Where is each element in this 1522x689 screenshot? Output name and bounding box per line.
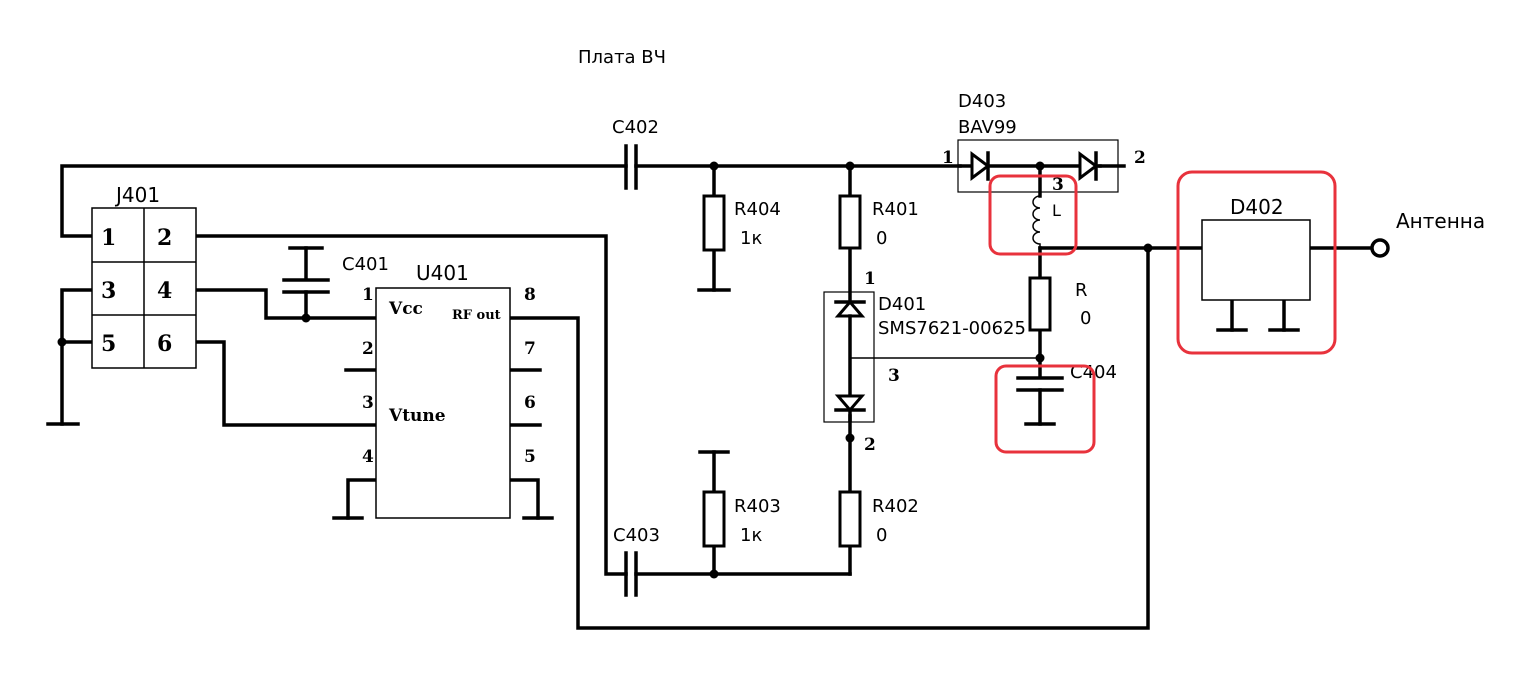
d403-pin-1: 1 (942, 148, 954, 168)
resistor-r: R 0 (1028, 276, 1091, 332)
r404-label: R404 (734, 199, 781, 220)
u401-pin-8: 8 (524, 285, 536, 305)
d401-pin-1: 1 (864, 269, 876, 289)
inductor-l: L (1032, 195, 1061, 248)
c403-label: C403 (613, 525, 660, 546)
j401-pin-3: 3 (101, 278, 116, 304)
r-label: R (1075, 280, 1088, 301)
u401-vtune-label: Vtune (388, 406, 446, 426)
j401-pin-1: 1 (101, 225, 116, 251)
j401-pin-6: 6 (157, 331, 172, 357)
j401-label: J401 (114, 183, 160, 207)
c402-label: C402 (612, 117, 659, 138)
highlight-d402 (1176, 170, 1337, 355)
diode-d401: D401 SMS7621-00625 1 2 3 (823, 269, 1026, 455)
u401-rfout-label: RF out (452, 308, 501, 323)
u401-pin-2: 2 (362, 339, 374, 359)
r403-value: 1к (740, 525, 762, 546)
l-label: L (1052, 201, 1061, 220)
u401-vcc-label: Vcc (388, 299, 423, 319)
diode-d403: D403 BAV99 1 2 3 (942, 91, 1146, 195)
d403-pin-3: 3 (1052, 175, 1064, 195)
r404-value: 1к (740, 228, 762, 249)
antenna-terminal-icon (1370, 238, 1390, 258)
u401-label: U401 (416, 261, 469, 285)
r401-value: 0 (876, 228, 887, 249)
junction-dots (57, 161, 1153, 579)
resistor-r403: R403 1к (702, 490, 781, 548)
j401-pin-2: 2 (157, 225, 172, 251)
u401-pin-4: 4 (362, 447, 374, 467)
r403-label: R403 (734, 496, 781, 517)
resistor-r402: R402 0 (838, 490, 919, 548)
r402-label: R402 (872, 496, 919, 517)
u401-pin-7: 7 (524, 339, 536, 359)
resistor-r401: R401 0 (838, 194, 919, 250)
highlight-inductor (988, 174, 1078, 256)
d403-label: D403 (958, 91, 1006, 112)
c401-label: C401 (342, 254, 389, 275)
capacitor-c403: C403 (613, 525, 660, 597)
highlight-boxes (988, 170, 1337, 454)
r401-label: R401 (872, 199, 919, 220)
j401-pin-4: 4 (157, 278, 172, 304)
chip-u401: U401 Vcc Vtune RF out 1 2 3 4 5 6 7 8 (362, 261, 536, 519)
d401-part: SMS7621-00625 (878, 318, 1026, 339)
schematic-title: Плата ВЧ (578, 47, 666, 68)
u401-pin-1: 1 (362, 285, 374, 305)
d401-pin-2: 2 (864, 435, 876, 455)
d403-pin-2: 2 (1134, 148, 1146, 168)
capacitor-c402: C402 (612, 117, 659, 190)
r402-value: 0 (876, 525, 887, 546)
antenna-label: Антенна (1396, 209, 1485, 233)
u401-pin-3: 3 (362, 393, 374, 413)
d402-label: D402 (1230, 195, 1284, 219)
d401-label: D401 (878, 294, 926, 315)
u401-pin-6: 6 (524, 393, 536, 413)
capacitor-c401: C401 (282, 254, 389, 294)
wires (46, 164, 1374, 630)
u401-pin-5: 5 (524, 447, 536, 467)
antenna-terminal: Антенна (1370, 209, 1485, 258)
r-value: 0 (1080, 308, 1091, 329)
module-d402: D402 (1201, 195, 1311, 301)
d403-part: BAV99 (958, 117, 1017, 138)
connector-j401: J401 1 2 3 4 5 6 (91, 183, 197, 369)
j401-pin-5: 5 (101, 331, 116, 357)
highlight-c404 (994, 364, 1096, 454)
resistor-r404: R404 1к (702, 194, 781, 252)
d401-pin-3: 3 (888, 366, 900, 386)
